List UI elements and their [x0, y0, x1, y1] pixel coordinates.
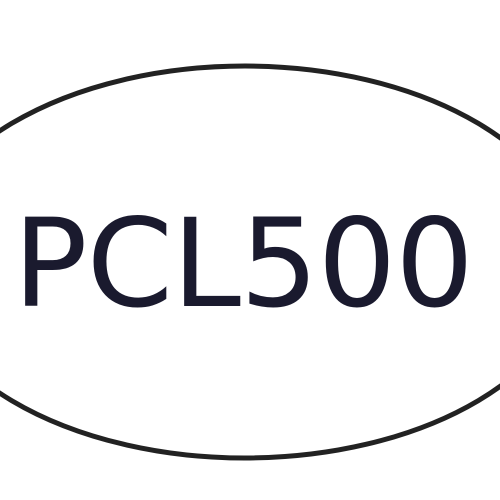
node-label: PCL500 [13, 193, 473, 335]
node-ellipse[interactable] [0, 63, 500, 461]
